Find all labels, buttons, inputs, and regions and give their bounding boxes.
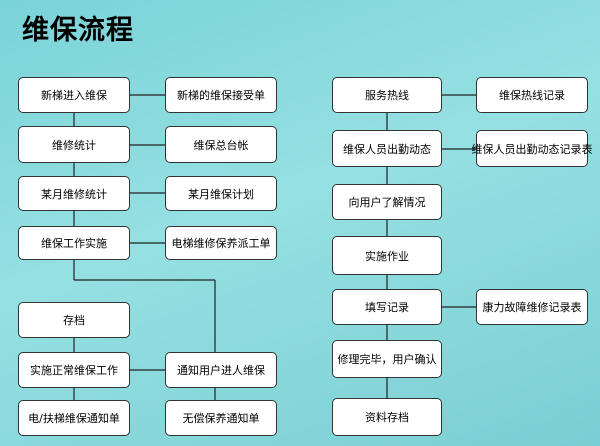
page-title: 维保流程 — [22, 15, 134, 46]
node-new-elevator-maintenance: 新梯进入维保 — [18, 77, 130, 113]
node-notify-user: 通知用户进人维保 — [165, 352, 277, 388]
node-archive: 存档 — [18, 302, 130, 338]
node-ask-user: 向用户了解情况 — [332, 184, 442, 220]
node-perform-work: 实施作业 — [332, 236, 442, 275]
node-attendance-record: 维保人员出勤动态记录表 — [472, 130, 593, 167]
node-regular-maintenance: 实施正常维保工作 — [18, 352, 130, 388]
node-data-archive: 资料存档 — [332, 398, 442, 436]
node-maintenance-statistics: 维修统计 — [18, 126, 130, 163]
node-maintenance-implementation: 维保工作实施 — [18, 226, 130, 260]
node-hotline-record: 维保热线记录 — [476, 77, 588, 113]
node-free-maintenance-notice: 无偿保养通知单 — [165, 400, 277, 436]
node-maintenance-ledger: 维保总台帐 — [165, 126, 277, 163]
node-staff-attendance: 维保人员出勤动态 — [332, 130, 442, 167]
node-repair-confirmation: 修理完毕，用户确认 — [332, 340, 442, 378]
node-maintenance-notice: 电/扶梯维保通知单 — [18, 400, 130, 436]
node-fill-record: 填写记录 — [332, 289, 442, 325]
node-dispatch-order: 电梯维修保养派工单 — [165, 226, 277, 260]
node-monthly-plan: 某月维保计划 — [165, 176, 277, 211]
node-fault-repair-record: 康力故障维修记录表 — [476, 289, 588, 325]
node-monthly-statistics: 某月维修统计 — [18, 176, 130, 211]
node-new-elevator-acceptance-form: 新梯的维保接受单 — [165, 77, 277, 113]
node-service-hotline: 服务热线 — [332, 77, 442, 113]
